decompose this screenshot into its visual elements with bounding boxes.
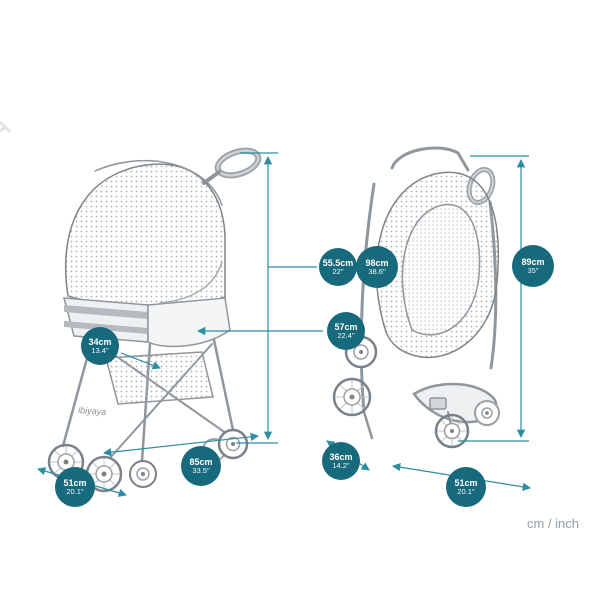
dimension-inch-value: 22" xyxy=(332,266,344,276)
folded-wheel-mid-right xyxy=(474,400,500,426)
stroller-seat xyxy=(147,297,231,348)
dimension-badge-inner-length: 55.5cm 22" xyxy=(319,248,357,286)
dimension-badge-folded-height: 89cm 35" xyxy=(512,245,554,287)
rear-wheel-inner xyxy=(129,460,157,488)
dimension-cm-value: 98cm xyxy=(365,257,389,268)
dimension-cm-value: 85cm xyxy=(189,456,213,467)
folded-wheel-lower-left xyxy=(332,377,372,417)
dimension-badge-folded-width: 51cm 20.1" xyxy=(446,467,486,507)
stroller-open-illustration: ibiyaya xyxy=(47,147,262,493)
dimension-badge-overall-height: 98cm 38.6" xyxy=(356,246,398,288)
dimension-inch-value: 33.5" xyxy=(192,465,210,475)
dimension-badge-basket-height: 34cm 13.4" xyxy=(81,327,119,365)
dimension-inch-value: 35" xyxy=(527,265,539,275)
unit-note: cm / inch xyxy=(527,516,580,531)
dimension-inch-value: 38.6" xyxy=(368,266,386,276)
dimension-cm-value: 55.5cm xyxy=(322,257,354,268)
dimension-inch-value: 13.4" xyxy=(91,345,109,355)
dimension-inch-value: 14.2" xyxy=(332,460,350,470)
folded-wheel-bottom-right xyxy=(434,413,470,449)
folded-frame xyxy=(359,182,376,414)
stroller-canopy xyxy=(64,163,226,308)
dimension-badge-overall-width: 51cm 20.1" xyxy=(55,467,95,507)
dimension-cm-value: 57cm xyxy=(334,321,358,332)
watermark-glyph xyxy=(0,120,12,134)
dimension-inch-value: 22.4" xyxy=(337,330,355,340)
dimension-inch-value: 20.1" xyxy=(457,486,475,496)
dimension-inch-value: 20.1" xyxy=(66,486,84,496)
dimension-badge-seat-width: 57cm 22.4" xyxy=(327,312,365,350)
folded-handle xyxy=(390,146,470,172)
stroller-basket xyxy=(105,351,214,405)
brand-logo: ibiyaya xyxy=(78,405,107,417)
dimension-badge-overall-length: 85cm 33.5" xyxy=(181,446,221,486)
dimension-cm-value: 89cm xyxy=(521,256,545,267)
stroller-folded-illustration xyxy=(332,146,500,449)
dimension-badge-folded-depth: 36cm 14.2" xyxy=(322,442,360,480)
dimension-cm-value: 34cm xyxy=(88,336,112,347)
